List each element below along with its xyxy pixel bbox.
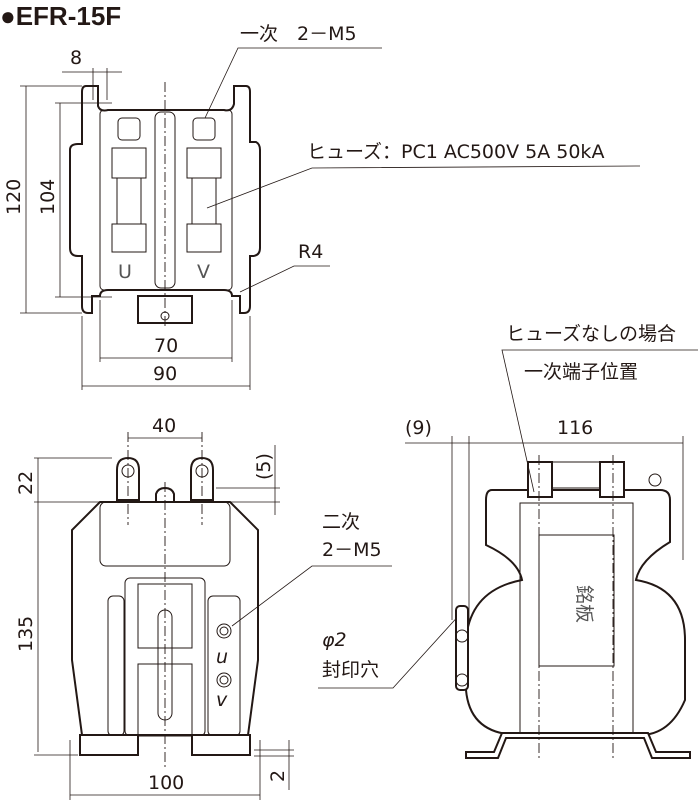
terminal-u-label: u <box>216 646 228 668</box>
dim-terminal-height: 22 <box>15 471 37 495</box>
dim-width-inner: 70 <box>154 335 178 357</box>
dim-body-height: 135 <box>15 616 37 652</box>
seal-label-2: 封印穴 <box>322 659 379 681</box>
fuse-spec-label: ヒューズ：PC1 AC500V 5A 50kA <box>307 141 604 163</box>
side-view: 銘板 (9) 116 ヒューズなしの場合 一次端子位置 <box>405 323 698 760</box>
fuse-v <box>186 117 222 253</box>
secondary-terminal-v <box>216 672 232 688</box>
secondary-label-1: 二次 <box>322 511 360 533</box>
front-view: u v 40 22 135 (5) 2 100 二次 2－M5 φ2 封印穴 <box>15 415 463 800</box>
phase-u-label: U <box>118 261 132 283</box>
primary-terminal-label: 一次 2－M5 <box>240 23 357 45</box>
dim-offset: (9) <box>405 417 432 439</box>
dim-width-outer: 90 <box>153 363 177 385</box>
phase-v-label: V <box>197 261 210 283</box>
dim-offset-top: (5) <box>253 453 275 480</box>
note-line-2: 一次端子位置 <box>524 361 638 383</box>
dim-terminal-pitch: 40 <box>152 415 176 437</box>
nameplate-label: 銘板 <box>573 585 595 623</box>
terminal-v-label: v <box>216 689 228 711</box>
fuse-cap-bolt <box>648 473 662 487</box>
top-view: U V 120 104 8 70 90 一次 2－M5 ヒューズ：PC1 AC5… <box>3 23 641 390</box>
dim-width: 100 <box>148 772 184 794</box>
dim-height-inner: 104 <box>37 179 59 215</box>
dim-depth: 116 <box>557 417 593 439</box>
secondary-label-2: 2－M5 <box>322 539 382 561</box>
secondary-terminal-u <box>216 623 232 639</box>
front-foot-right <box>191 734 251 756</box>
drawing-title: ●EFR-15F <box>0 1 121 31</box>
front-foot-left <box>79 734 139 756</box>
radius-label: R4 <box>298 241 323 263</box>
note-line-1: ヒューズなしの場合 <box>506 323 676 345</box>
seal-label-1: φ2 <box>322 629 347 651</box>
fuse-u <box>111 117 147 253</box>
dim-gap: 8 <box>70 47 82 69</box>
dim-height-outer: 120 <box>3 179 25 215</box>
top-view-inner-plate <box>99 109 233 291</box>
seal-bracket <box>455 605 469 691</box>
dim-base: 2 <box>267 770 289 782</box>
